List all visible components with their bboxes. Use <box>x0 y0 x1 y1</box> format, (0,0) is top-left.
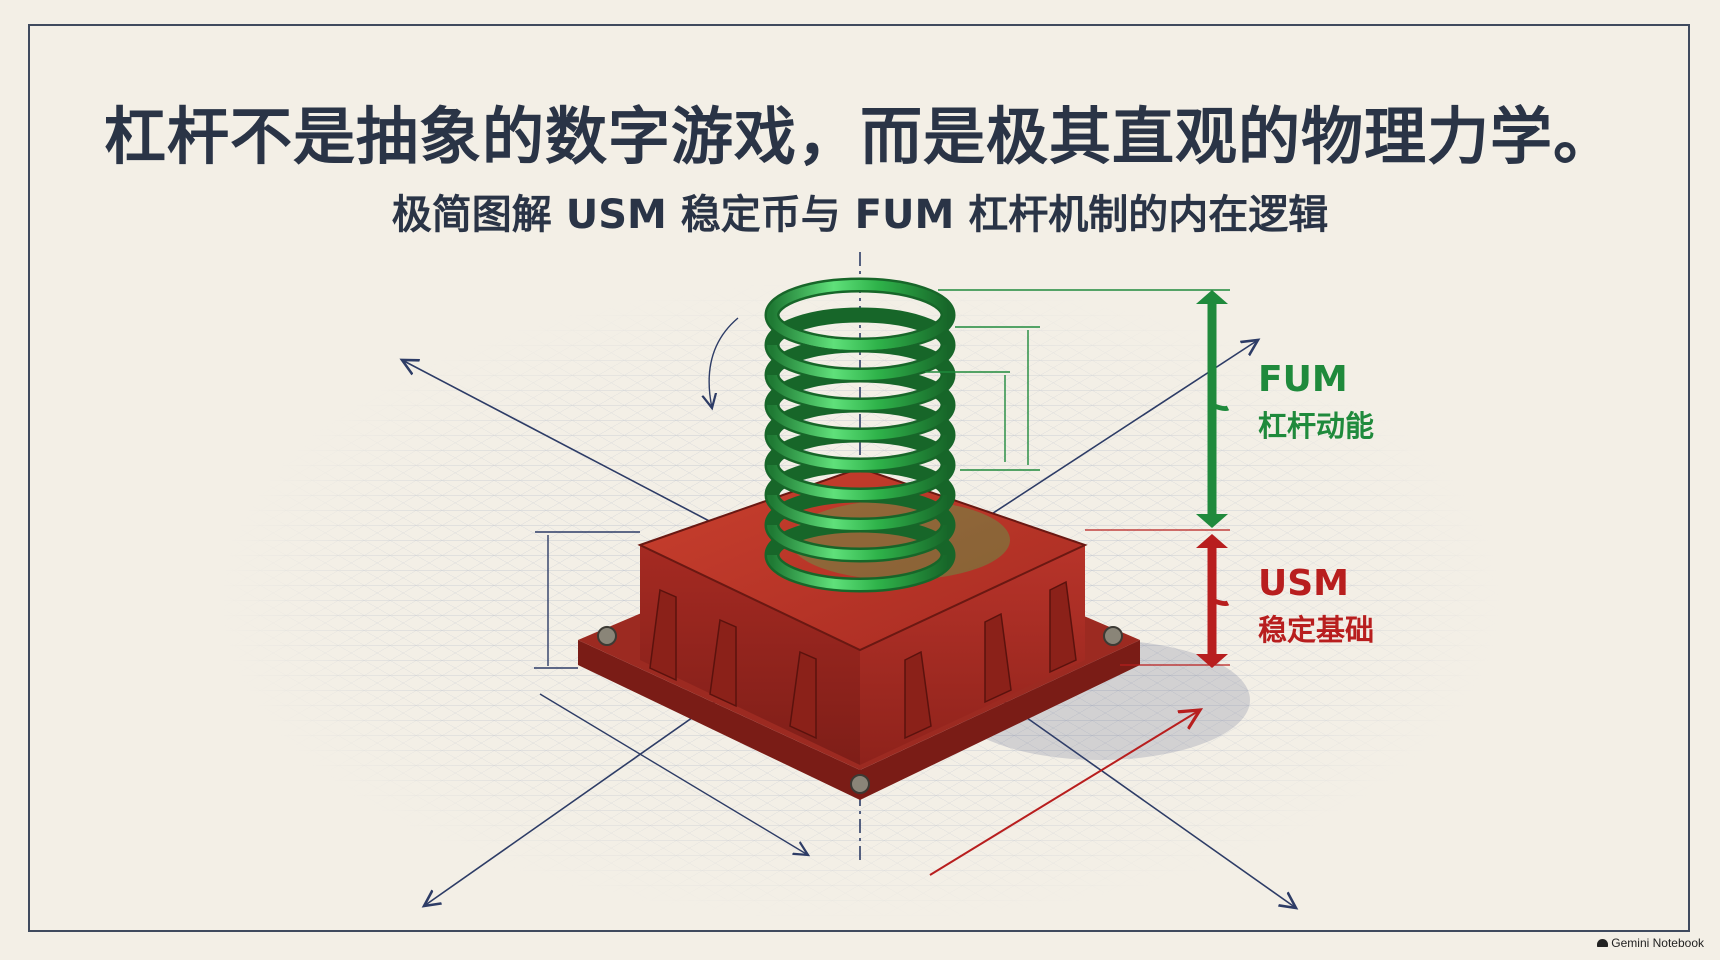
fum-description: 杠杆动能 <box>1258 409 1375 443</box>
base-dimension-marks <box>534 317 808 855</box>
red-dimension-line <box>929 710 1200 876</box>
watermark: Gemini Notebook <box>1597 936 1704 950</box>
fum-bracket-arrow <box>1196 290 1230 528</box>
usm-label: USM <box>1258 563 1349 604</box>
notebook-logo-icon <box>1597 939 1609 947</box>
usm-description: 稳定基础 <box>1258 613 1375 647</box>
fum-label: FUM <box>1258 359 1348 400</box>
dimension-marks <box>925 289 1230 471</box>
watermark-text: Gemini Notebook <box>1611 936 1704 950</box>
fum-spring-coil <box>764 277 956 593</box>
page-title: 杠杆不是抽象的数字游戏，而是极其直观的物理力学。 <box>103 100 1616 173</box>
page-subtitle: 极简图解 USM 稳定币与 FUM 杠杆机制的内在逻辑 <box>391 192 1329 238</box>
usm-bracket-arrow <box>1196 534 1230 668</box>
